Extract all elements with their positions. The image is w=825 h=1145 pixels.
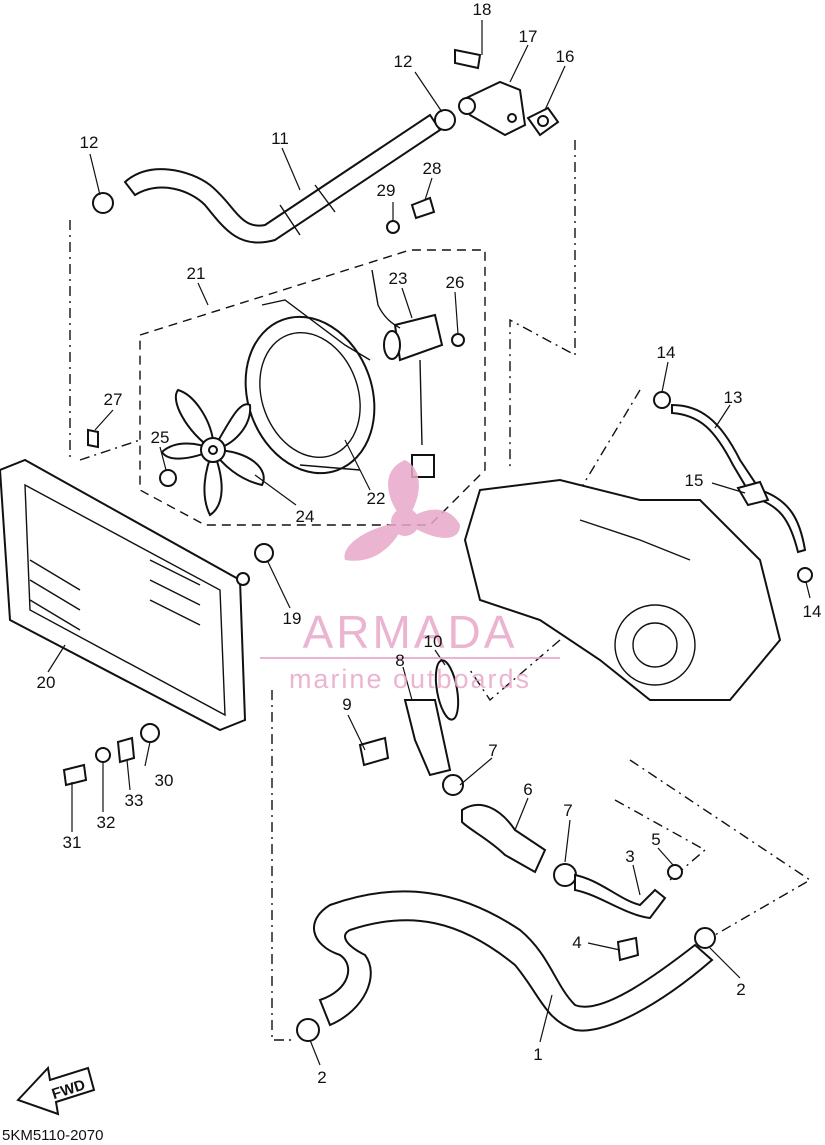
radiator-mount-hardware xyxy=(62,723,160,787)
callout-8: 8 xyxy=(395,651,404,670)
watermark-brand: ARMADA xyxy=(303,606,518,658)
watermark: ARMADA marine outboards xyxy=(260,460,560,694)
callout-18: 18 xyxy=(473,0,492,19)
callout-1: 1 xyxy=(533,1045,542,1064)
callout-21: 21 xyxy=(187,264,206,283)
callout-17: 17 xyxy=(519,27,538,46)
part-code: 5KM5110-2070 xyxy=(2,1127,103,1144)
callout-4: 4 xyxy=(572,933,581,952)
callout-2-b: 2 xyxy=(736,980,745,999)
callout-27: 27 xyxy=(104,390,123,409)
callout-12-b: 12 xyxy=(394,52,413,71)
callout-19: 19 xyxy=(283,609,302,628)
callout-26: 26 xyxy=(446,273,465,292)
forward-direction-arrow: FWD xyxy=(16,1065,96,1116)
callout-31: 31 xyxy=(63,833,82,852)
water-pump-outlet xyxy=(358,659,460,777)
upper-hose xyxy=(123,113,442,244)
callout-32: 32 xyxy=(97,813,116,832)
breather-hose xyxy=(671,403,807,554)
callout-15: 15 xyxy=(685,471,704,490)
callout-16: 16 xyxy=(556,47,575,66)
callout-7-a: 7 xyxy=(488,741,497,760)
callout-12-a: 12 xyxy=(80,133,99,152)
callout-2-a: 2 xyxy=(317,1068,326,1087)
callout-3: 3 xyxy=(625,847,634,866)
pipe-3 xyxy=(574,864,683,962)
fan-motor xyxy=(371,269,444,478)
callout-13: 13 xyxy=(724,388,743,407)
propeller-hub xyxy=(391,508,419,536)
lower-hose xyxy=(313,890,714,1032)
callout-25: 25 xyxy=(151,428,170,447)
hose-6 xyxy=(461,803,547,874)
engine-block xyxy=(463,478,782,701)
propeller-blade-1 xyxy=(388,460,419,522)
small-hardware xyxy=(87,196,465,487)
callout-28: 28 xyxy=(423,159,442,178)
callout-30: 30 xyxy=(155,771,174,790)
callout-6: 6 xyxy=(523,780,532,799)
callout-numbers: 1 2 2 2 3 4 5 6 7 7 8 9 10 11 12 12 13 1… xyxy=(37,0,822,1087)
leader-lines xyxy=(47,20,811,1066)
radiator xyxy=(0,458,274,732)
propeller-blade-2 xyxy=(344,522,405,561)
hose-clamps xyxy=(92,109,813,1042)
fan-blade xyxy=(160,388,265,517)
fan-shroud xyxy=(244,299,376,475)
callout-33: 33 xyxy=(125,791,144,810)
callout-14-b: 14 xyxy=(803,602,822,621)
callout-9: 9 xyxy=(342,695,351,714)
callout-5: 5 xyxy=(651,830,660,849)
callout-14-a: 14 xyxy=(657,343,676,362)
callout-7-b: 7 xyxy=(563,801,572,820)
thermostat-housing xyxy=(454,48,560,137)
propeller-blade-3 xyxy=(405,509,460,538)
callout-20: 20 xyxy=(37,673,56,692)
callout-24: 24 xyxy=(296,507,315,526)
watermark-tagline: marine outboards xyxy=(289,664,531,694)
callout-29: 29 xyxy=(377,181,396,200)
propeller-logo-icon xyxy=(344,460,460,561)
callout-22: 22 xyxy=(367,489,386,508)
callout-10: 10 xyxy=(424,632,443,651)
fan-assembly-box xyxy=(139,249,486,526)
callout-23: 23 xyxy=(389,269,408,288)
callout-11: 11 xyxy=(271,129,289,148)
